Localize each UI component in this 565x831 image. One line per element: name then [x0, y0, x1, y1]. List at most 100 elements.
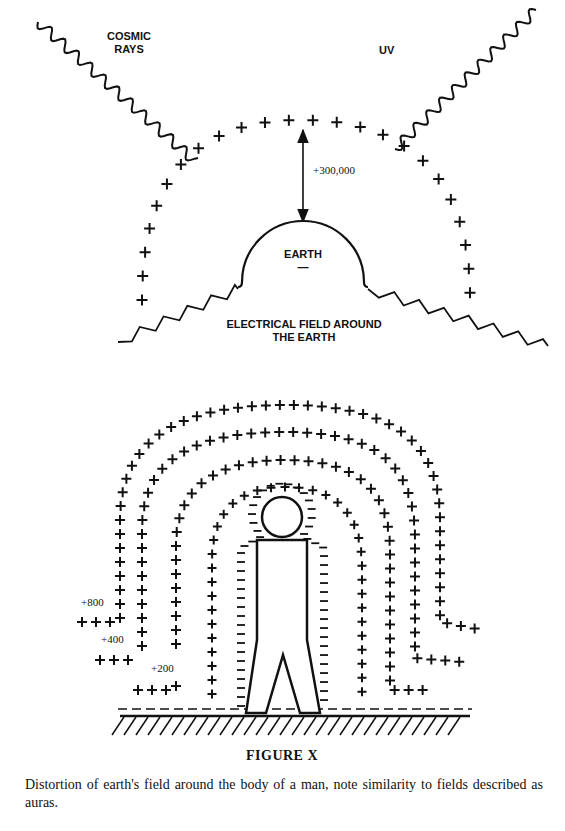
plus-sign: [171, 611, 181, 621]
plus-sign: [208, 606, 217, 615]
ray-label: COSMIC RAYS: [100, 30, 158, 56]
plus-sign: [407, 435, 417, 445]
plus-sign: [115, 599, 125, 609]
plus-sign: [127, 461, 137, 471]
hatch-stroke: [364, 717, 376, 735]
ground-hatch: [112, 717, 460, 735]
plus-sign: [149, 475, 159, 485]
plus-sign: [357, 547, 366, 556]
plus-sign: [288, 427, 298, 437]
plus-sign: [381, 453, 391, 463]
plus-sign: [435, 582, 445, 592]
minus-sign: [259, 490, 267, 492]
plus-sign: [366, 484, 376, 494]
plus-sign: [385, 648, 395, 658]
plus-sign: [358, 409, 368, 419]
plus-sign: [385, 536, 395, 546]
plus-sign: [116, 501, 126, 511]
potential-value: +800: [80, 596, 105, 609]
plus-sign: [205, 436, 215, 446]
minus-sign: [320, 627, 328, 629]
plus-sign: [308, 486, 317, 495]
minus-sign: [311, 542, 319, 544]
plus-sign: [383, 522, 393, 532]
plus-sign: [219, 432, 229, 442]
plus-sign: [214, 130, 225, 141]
minus-sign: [237, 687, 245, 689]
plus-sign: [416, 446, 426, 456]
plus-sign: [137, 529, 147, 539]
plus-sign: [137, 599, 147, 609]
plus-sign: [410, 613, 420, 623]
minus-sign: [237, 678, 245, 680]
plus-sign: [274, 427, 284, 437]
minus-sign: [320, 690, 328, 692]
plus-sign: [154, 430, 164, 440]
plus-sign: [133, 685, 143, 695]
plus-sign: [137, 613, 147, 623]
minus-sign: [237, 696, 245, 698]
minus-sign: [237, 705, 245, 707]
earth-shape: EARTH—: [238, 216, 368, 290]
plus-sign: [390, 685, 400, 695]
wave-line: [37, 22, 198, 161]
hatch-stroke: [172, 717, 184, 735]
minus-sign: [293, 487, 301, 489]
minus-sign: [284, 483, 292, 485]
plus-sign: [143, 488, 153, 498]
minus-sign: [319, 547, 327, 549]
plus-sign: [289, 400, 299, 410]
minus-sign: [248, 513, 256, 515]
hatch-stroke: [220, 717, 232, 735]
node-title: EARTH: [238, 248, 368, 261]
plus-sign: [219, 510, 228, 519]
plus-sign: [344, 434, 354, 444]
plus-sign: [358, 673, 367, 682]
hatch-stroke: [448, 717, 460, 735]
plus-sign: [192, 411, 202, 421]
plus-sign: [435, 554, 445, 564]
plus-sign: [248, 457, 258, 467]
plus-sign: [91, 617, 101, 627]
plus-sign: [385, 592, 395, 602]
plus-sign: [355, 121, 366, 132]
plus-sign: [221, 464, 231, 474]
minus-sign: [320, 582, 328, 584]
plus-sign: [331, 462, 341, 472]
plus-sign: [303, 401, 313, 411]
plus-sign: [140, 247, 151, 258]
hatch-stroke: [352, 717, 364, 735]
plus-sign: [344, 467, 354, 477]
earth-arc: [238, 221, 368, 287]
plus-sign: [118, 487, 128, 497]
plus-sign: [267, 483, 276, 492]
minus-sign: [237, 570, 245, 572]
plus-sign: [137, 627, 147, 637]
hatch-stroke: [268, 717, 280, 735]
plus-sign: [432, 484, 442, 494]
minus-sign: [305, 500, 313, 502]
plus-sign: [213, 522, 222, 531]
potential-value: +400: [100, 633, 125, 646]
minus-sign: [320, 555, 328, 557]
plus-sign: [358, 617, 367, 626]
plus-sign: [454, 216, 465, 227]
plus-sign: [385, 564, 395, 574]
plus-sign: [423, 458, 433, 468]
plus-sign: [435, 568, 445, 578]
plus-sign: [385, 634, 395, 644]
plus-sign: [454, 657, 464, 667]
minus-sign: [308, 508, 316, 510]
minus-sign: [237, 624, 245, 626]
minus-sign: [320, 636, 328, 638]
plus-sign: [435, 512, 445, 522]
plus-sign: [137, 515, 147, 525]
hatch-stroke: [400, 717, 412, 735]
minus-sign: [237, 561, 245, 563]
plus-sign: [105, 617, 115, 627]
hatch-stroke: [292, 717, 304, 735]
plus-sign: [137, 641, 147, 651]
minus-sign: [320, 618, 328, 620]
plus-sign: [161, 179, 172, 190]
minus-sign: [256, 536, 264, 538]
